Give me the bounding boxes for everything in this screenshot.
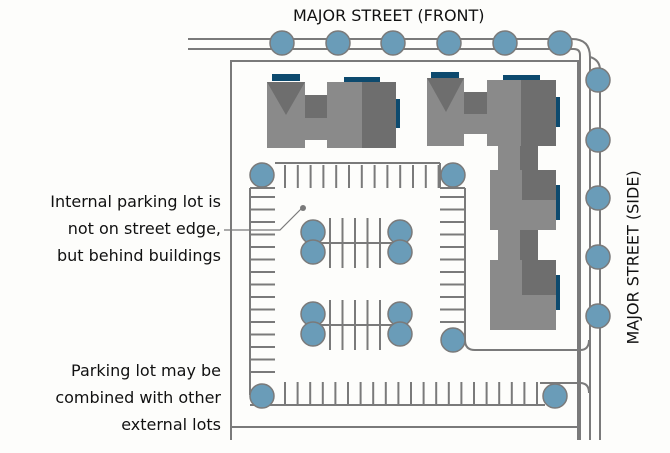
building-roof	[521, 80, 556, 146]
note-line: Internal parking lot is	[50, 192, 221, 211]
tree-icon	[387, 239, 413, 265]
tree-icon	[325, 30, 351, 56]
tree-icon	[585, 244, 611, 270]
roof-facet	[522, 260, 556, 295]
building-roof	[362, 82, 396, 148]
roof-facet	[427, 78, 464, 112]
tree-icon	[440, 327, 466, 353]
leader-dot	[300, 205, 306, 211]
side-street-label: MAJOR STREET (SIDE)	[623, 170, 643, 345]
lot-outline	[249, 162, 590, 395]
tree-icon	[249, 162, 275, 188]
roof-facet	[522, 170, 556, 200]
note-line: but behind buildings	[56, 246, 221, 265]
tree-icon	[585, 127, 611, 153]
tree-icon	[269, 30, 295, 56]
street-center-line	[188, 48, 581, 440]
building-roof	[327, 82, 362, 148]
note-line: combined with other	[55, 388, 221, 407]
note-line: Parking lot may be	[71, 361, 221, 380]
lot-outline	[250, 382, 590, 406]
window	[503, 75, 540, 80]
tree-icon	[440, 162, 466, 188]
window	[556, 185, 560, 220]
note-line: external lots	[121, 415, 221, 434]
window	[272, 74, 300, 81]
tree-icon	[436, 30, 462, 56]
tree-icon	[380, 30, 406, 56]
window	[556, 97, 560, 127]
tree-icon	[547, 30, 573, 56]
roof-facet	[267, 82, 305, 115]
combined-lot-note: Parking lot may be combined with other e…	[55, 357, 221, 438]
window	[396, 99, 400, 128]
note-line: not on street edge,	[67, 219, 221, 238]
leader-line	[224, 207, 303, 231]
tree-icon	[585, 67, 611, 93]
building-roof	[487, 80, 521, 146]
tree-icon	[387, 321, 413, 347]
front-street-label: MAJOR STREET (FRONT)	[293, 6, 485, 25]
window	[344, 77, 380, 82]
tree-icon	[492, 30, 518, 56]
window	[556, 275, 560, 310]
tree-icon	[300, 321, 326, 347]
tree-icon	[249, 383, 275, 409]
tree-icon	[585, 303, 611, 329]
tree-icon	[300, 239, 326, 265]
lot-boundary-line	[230, 60, 579, 440]
tree-icon	[542, 383, 568, 409]
tree-icon	[585, 185, 611, 211]
internal-lot-note: Internal parking lot is not on street ed…	[50, 188, 221, 269]
window	[431, 72, 459, 78]
